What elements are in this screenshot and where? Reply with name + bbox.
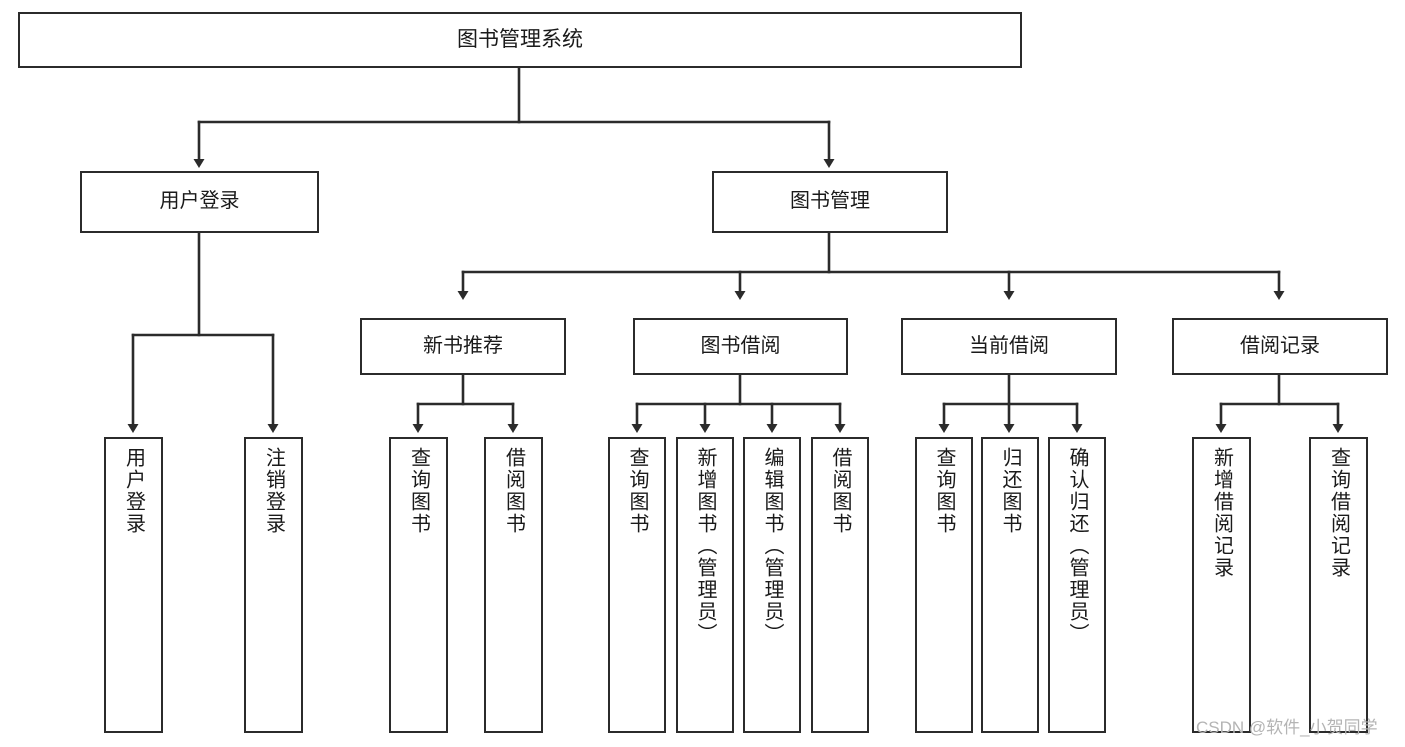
leaf-borrow-book-1[interactable]: 借阅图书: [484, 437, 543, 733]
node-book-manage-label: 图书管理: [790, 190, 870, 213]
node-current-borrow-label: 当前借阅: [969, 334, 1049, 357]
node-book-borrow-label: 图书借阅: [700, 334, 781, 357]
node-root[interactable]: 图书管理系统: [18, 12, 1022, 68]
leaf-edit-book[interactable]: 编辑图书（管理员）: [743, 437, 801, 733]
node-book-borrow[interactable]: 图书借阅: [633, 318, 848, 375]
node-user-login-label: 用户登录: [159, 190, 240, 213]
leaf-add-book-label: 新增图书（管理员）: [694, 447, 716, 645]
leaf-edit-book-label: 编辑图书（管理员）: [761, 447, 783, 645]
node-new-book-recommend[interactable]: 新书推荐: [360, 318, 566, 375]
leaf-return-book[interactable]: 归还图书: [981, 437, 1039, 733]
node-book-manage[interactable]: 图书管理: [712, 171, 948, 233]
leaf-return-book-label: 归还图书: [999, 447, 1021, 535]
leaf-query-book-1-label: 查询图书: [407, 447, 430, 535]
leaf-borrow-book-1-label: 借阅图书: [502, 447, 525, 535]
leaf-borrow-book-2-label: 借阅图书: [829, 447, 851, 535]
leaf-add-record[interactable]: 新增借阅记录: [1192, 437, 1251, 733]
node-new-book-recommend-label: 新书推荐: [423, 334, 503, 357]
leaf-query-book-3-label: 查询图书: [933, 447, 955, 535]
leaf-query-record[interactable]: 查询借阅记录: [1309, 437, 1368, 733]
node-borrow-record-label: 借阅记录: [1240, 334, 1320, 357]
leaf-user-login[interactable]: 用户登录: [104, 437, 163, 733]
leaf-borrow-book-2[interactable]: 借阅图书: [811, 437, 869, 733]
node-user-login[interactable]: 用户登录: [80, 171, 319, 233]
node-root-label: 图书管理系统: [457, 27, 583, 51]
node-borrow-record[interactable]: 借阅记录: [1172, 318, 1388, 375]
leaf-query-book-3[interactable]: 查询图书: [915, 437, 973, 733]
csdn-watermark: CSDN @软件_小贺同学: [1196, 718, 1378, 737]
leaf-query-record-label: 查询借阅记录: [1327, 447, 1350, 579]
leaf-user-logout[interactable]: 注销登录: [244, 437, 303, 733]
leaf-query-book-2[interactable]: 查询图书: [608, 437, 666, 733]
leaf-query-book-2-label: 查询图书: [626, 447, 648, 535]
leaf-user-login-label: 用户登录: [122, 447, 145, 535]
leaf-add-book[interactable]: 新增图书（管理员）: [676, 437, 734, 733]
leaf-confirm-return-label: 确认归还（管理员）: [1066, 447, 1088, 645]
leaf-user-logout-label: 注销登录: [262, 447, 285, 535]
node-current-borrow[interactable]: 当前借阅: [901, 318, 1117, 375]
leaf-add-record-label: 新增借阅记录: [1210, 447, 1233, 579]
leaf-query-book-1[interactable]: 查询图书: [389, 437, 448, 733]
leaf-confirm-return[interactable]: 确认归还（管理员）: [1048, 437, 1106, 733]
